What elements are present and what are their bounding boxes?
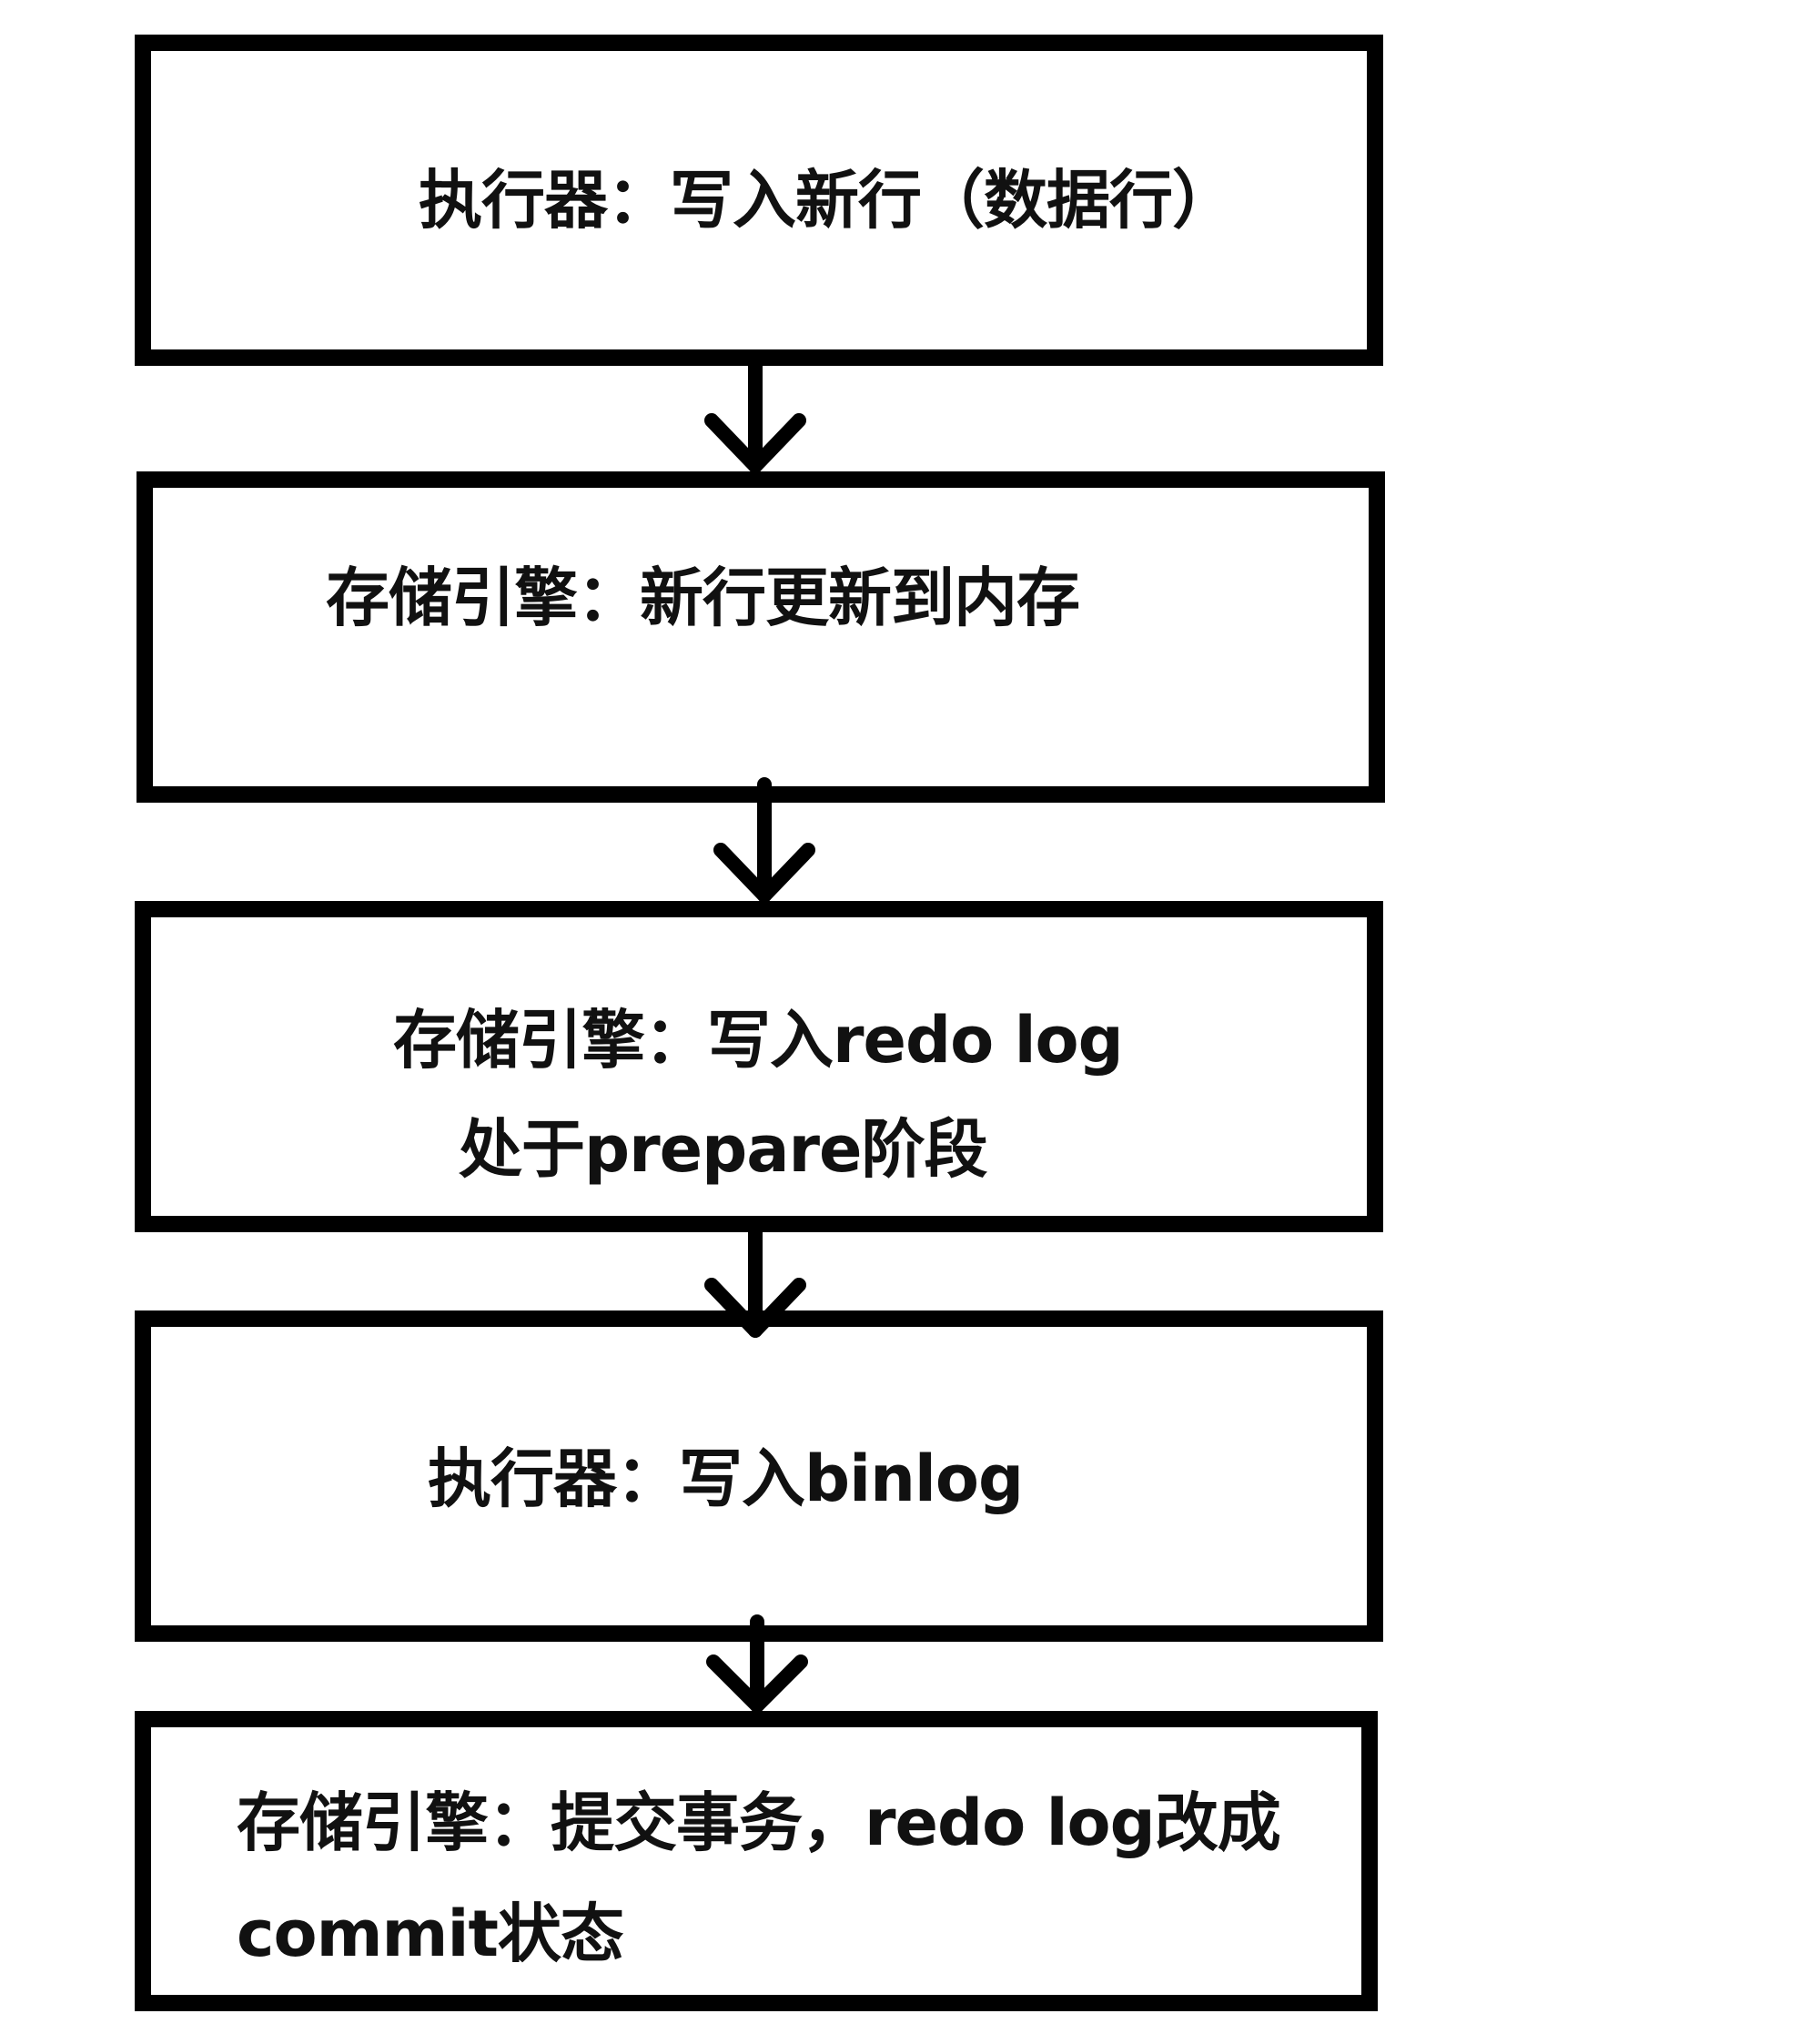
step-5-label-line-1: 存储引擎：提交事务，redo log改成 [237,1786,1281,1860]
step-box-5 [135,1711,1378,2011]
step-2-label: 存储引擎：新行更新到内存 [326,561,1080,635]
step-box-1 [135,35,1383,366]
step-1-label: 执行器：写入新行（数据行） [419,163,1236,238]
step-4-label: 执行器：写入binlog [428,1442,1024,1516]
arrow-1-to-2 [704,357,806,473]
step-box-3 [135,901,1383,1232]
step-3-label-line-2: 处于prepare阶段 [459,1112,987,1187]
step-3-label-line-1: 存储引擎：写入redo log [393,1003,1124,1078]
step-box-4 [135,1310,1383,1642]
step-box-2 [136,471,1385,803]
step-5-label-line-2: commit状态 [237,1897,624,1971]
